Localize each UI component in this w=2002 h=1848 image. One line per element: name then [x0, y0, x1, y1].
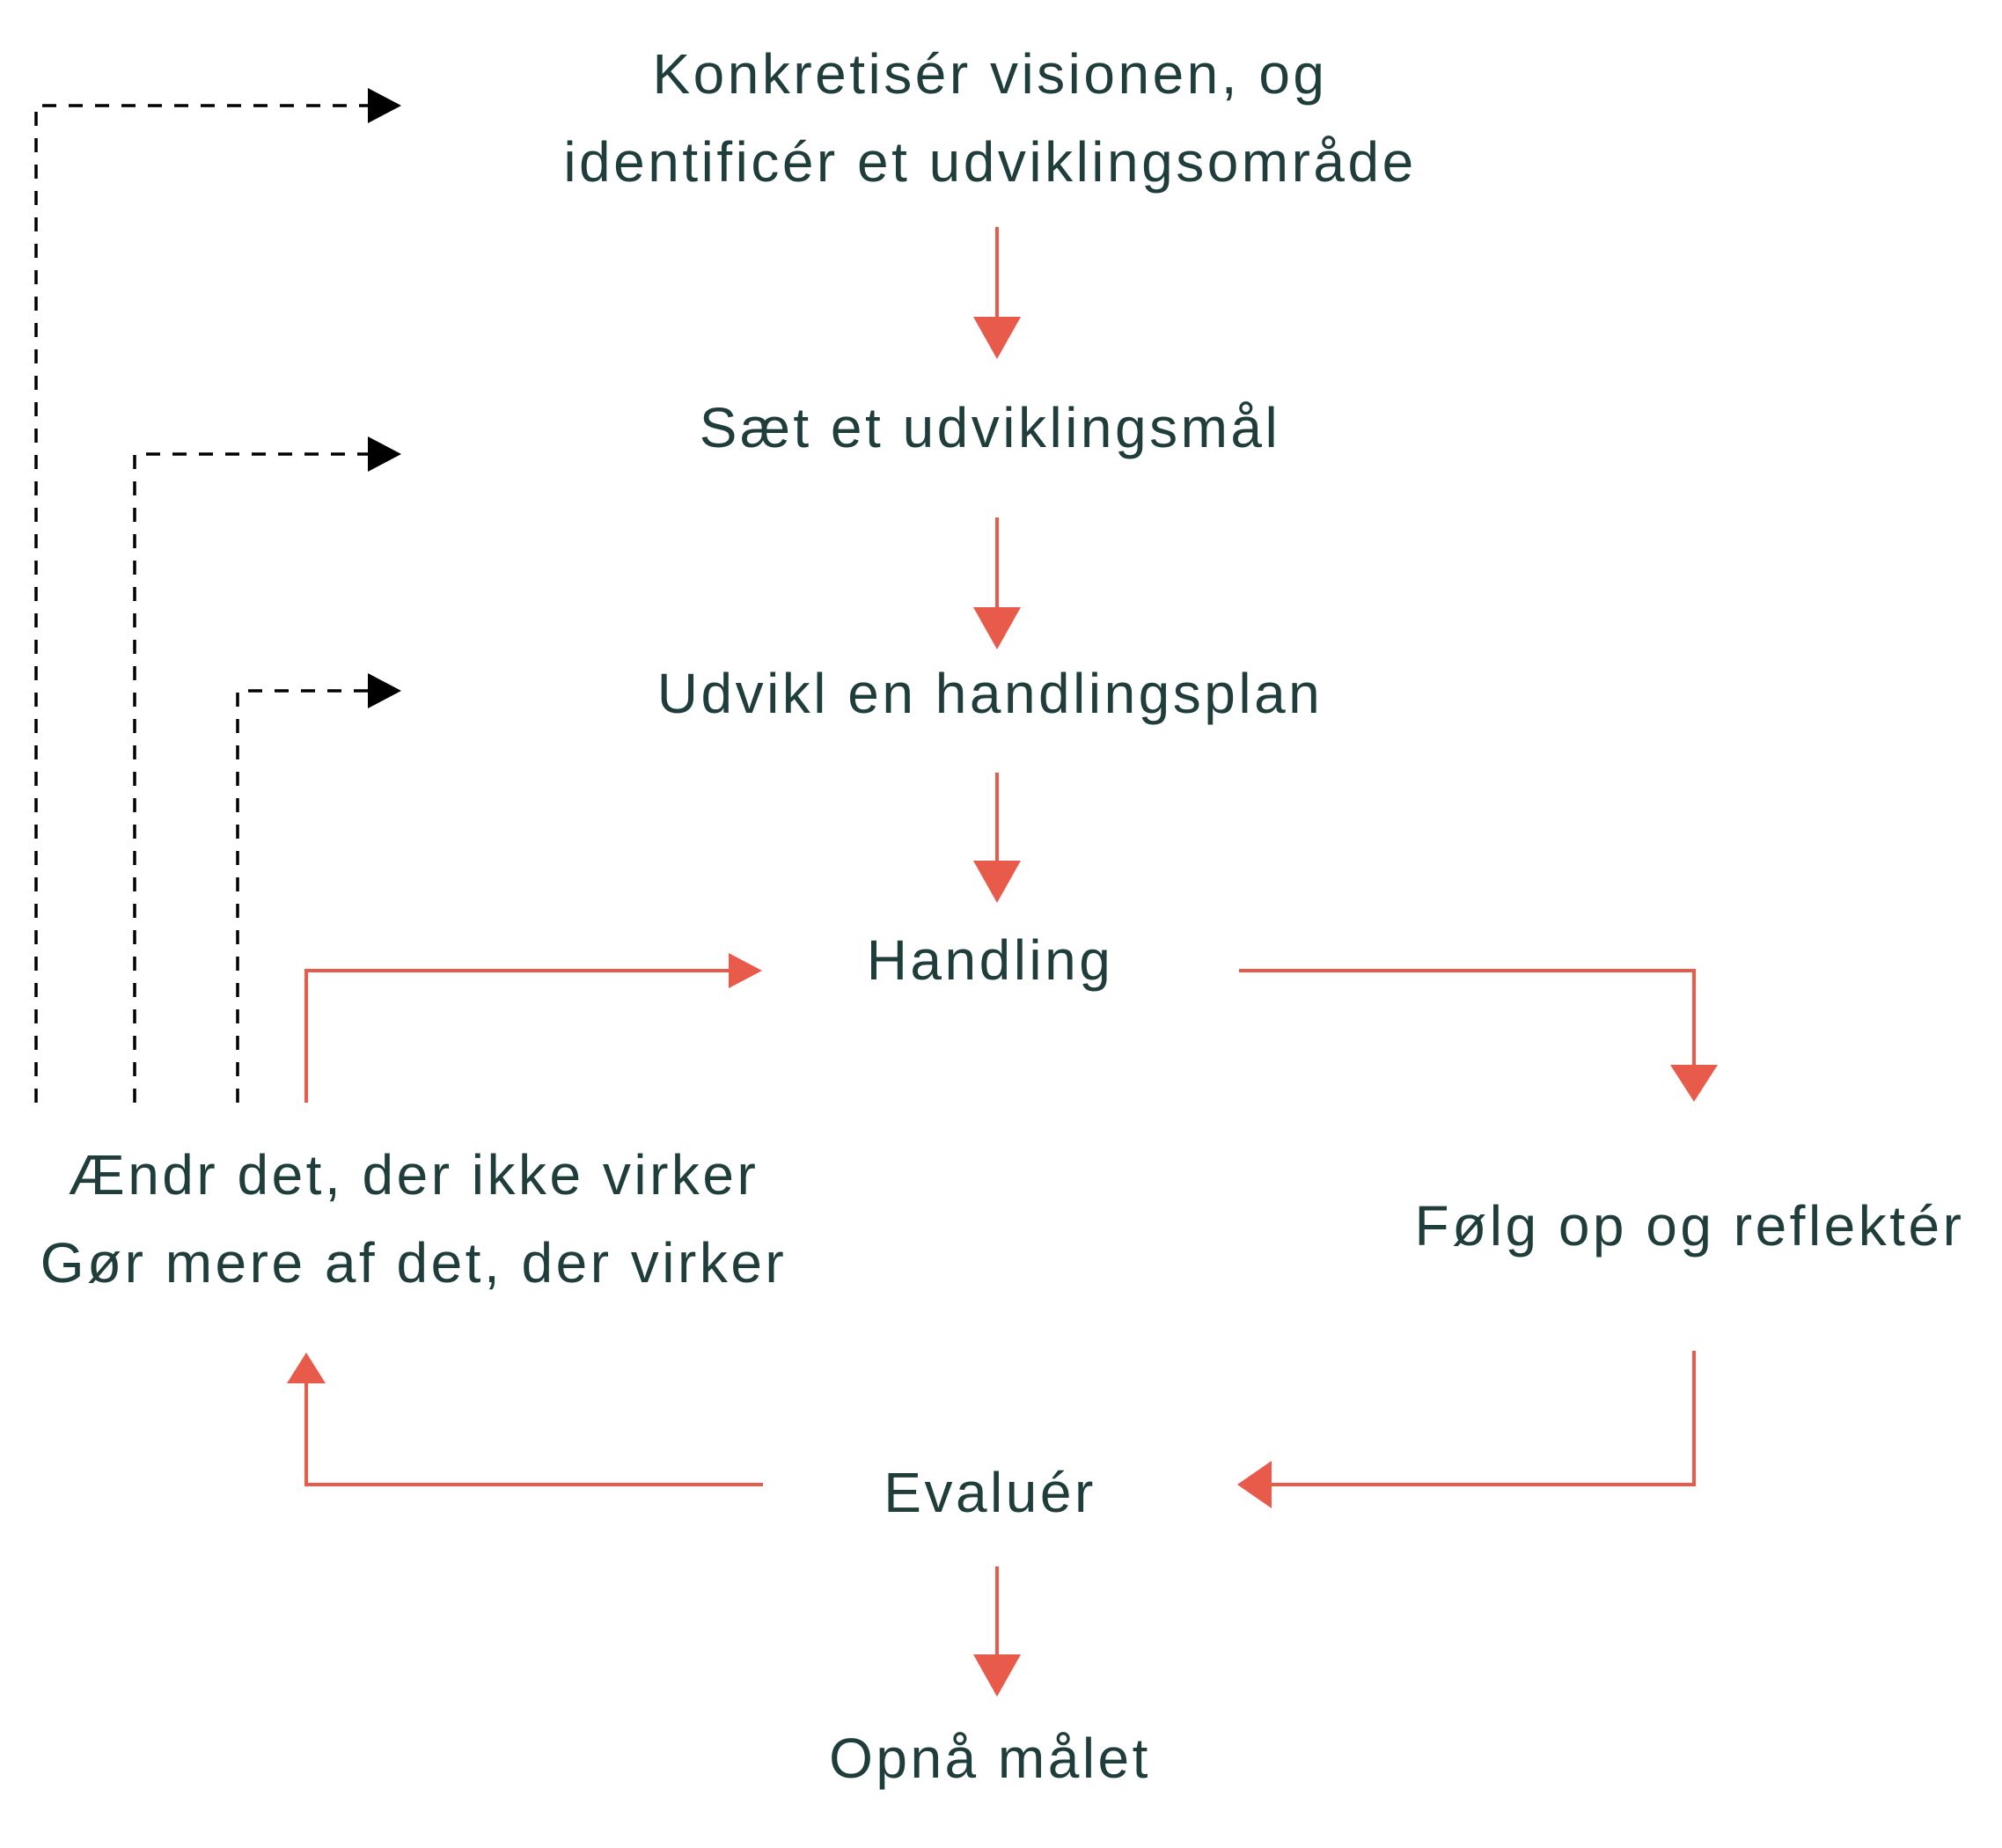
arrow-evaluate-to-adjust [287, 1353, 763, 1486]
node-vision-line2: identificér et udviklingsområde [563, 130, 1416, 194]
node-adjust-line2: Gør mere af det, der virker [40, 1231, 787, 1294]
node-action: Handling [867, 928, 1114, 992]
arrow-action-to-follow-up [1239, 969, 1718, 1102]
feedback-arrow-to-goal [133, 436, 401, 1103]
arrow-plan-to-action [973, 773, 1021, 903]
node-follow-up: Følg op og reflektér [1415, 1194, 1965, 1258]
arrow-goal-to-plan [973, 517, 1021, 649]
feedback-arrow-to-vision [34, 88, 401, 1103]
feedback-arrow-to-plan [236, 673, 401, 1103]
arrow-follow-up-to-evaluate [1237, 1351, 1696, 1508]
arrow-evaluate-to-achieve [973, 1566, 1021, 1697]
node-achieve: Opnå målet [829, 1727, 1151, 1790]
node-vision-line1: Konkretisér visionen, og [652, 42, 1327, 106]
node-adjust-line1: Ændr det, der ikke virker [69, 1143, 759, 1206]
arrow-adjust-to-action [304, 953, 762, 1103]
node-plan: Udvikl en handlingsplan [657, 662, 1324, 725]
arrow-vision-to-goal [973, 227, 1021, 359]
node-evaluate: Evaluér [884, 1461, 1096, 1524]
node-goal: Sæt et udviklingsmål [700, 396, 1280, 459]
